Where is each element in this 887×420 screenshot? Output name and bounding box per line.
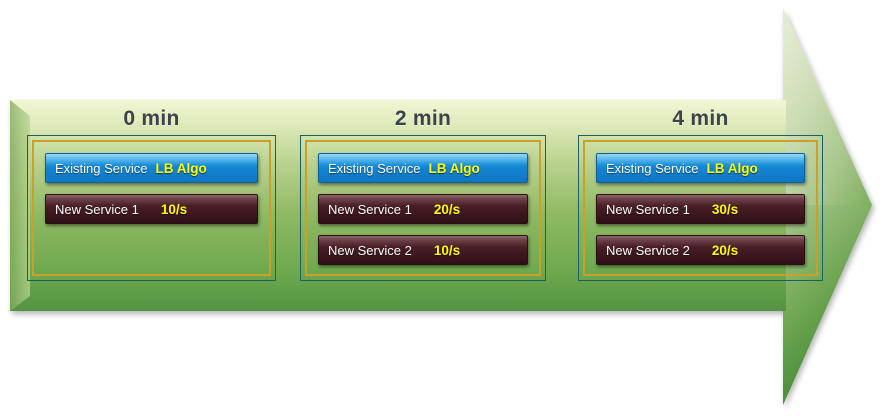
stage-box-0: Existing Service LB Algo New Service 1 1…: [27, 135, 276, 281]
stage-2-min: 2 min Existing Service LB Algo New Servi…: [300, 105, 546, 281]
service-name: New Service 1: [328, 201, 412, 217]
service-name: Existing Service: [55, 160, 148, 176]
service-value: 20/s: [433, 201, 461, 217]
service-value: 20/s: [711, 242, 739, 258]
service-value: LB Algo: [706, 160, 758, 176]
arrow-head-lower-facet: [783, 205, 872, 405]
stage-box-inner-2: Existing Service LB Algo New Service 1 3…: [583, 140, 818, 276]
stage-label-0: 0 min: [123, 107, 180, 130]
stage-label-2: 4 min: [672, 107, 729, 130]
service-name: Existing Service: [606, 160, 699, 176]
service-value: LB Algo: [428, 160, 480, 176]
service-name: New Service 1: [55, 201, 139, 217]
service-value: 10/s: [160, 201, 188, 217]
stage-box-2: Existing Service LB Algo New Service 1 3…: [578, 135, 823, 281]
service-bar-existing[interactable]: Existing Service LB Algo: [45, 153, 258, 183]
service-bar-existing[interactable]: Existing Service LB Algo: [318, 153, 528, 183]
service-name: New Service 2: [328, 242, 412, 258]
stage-box-1: Existing Service LB Algo New Service 1 2…: [300, 135, 546, 281]
service-value: 10/s: [433, 242, 461, 258]
arrow-left-bevel: [10, 100, 30, 311]
service-bar-new[interactable]: New Service 2 20/s: [596, 235, 805, 265]
service-value: 30/s: [711, 201, 739, 217]
service-name: Existing Service: [328, 160, 421, 176]
service-bar-new[interactable]: New Service 1 20/s: [318, 194, 528, 224]
service-name: New Service 2: [606, 242, 690, 258]
stage-label-1: 2 min: [394, 107, 452, 130]
service-bar-existing[interactable]: Existing Service LB Algo: [596, 153, 805, 183]
stage-4-min: 4 min Existing Service LB Algo New Servi…: [578, 105, 823, 281]
stage-box-inner-0: Existing Service LB Algo New Service 1 1…: [32, 140, 271, 276]
service-value: LB Algo: [155, 160, 207, 176]
stage-box-inner-1: Existing Service LB Algo New Service 1 2…: [305, 140, 541, 276]
service-bar-new[interactable]: New Service 1 10/s: [45, 194, 258, 224]
stage-0-min: 0 min Existing Service LB Algo New Servi…: [27, 105, 276, 281]
service-name: New Service 1: [606, 201, 690, 217]
service-bar-new[interactable]: New Service 2 10/s: [318, 235, 528, 265]
service-bar-new[interactable]: New Service 1 30/s: [596, 194, 805, 224]
